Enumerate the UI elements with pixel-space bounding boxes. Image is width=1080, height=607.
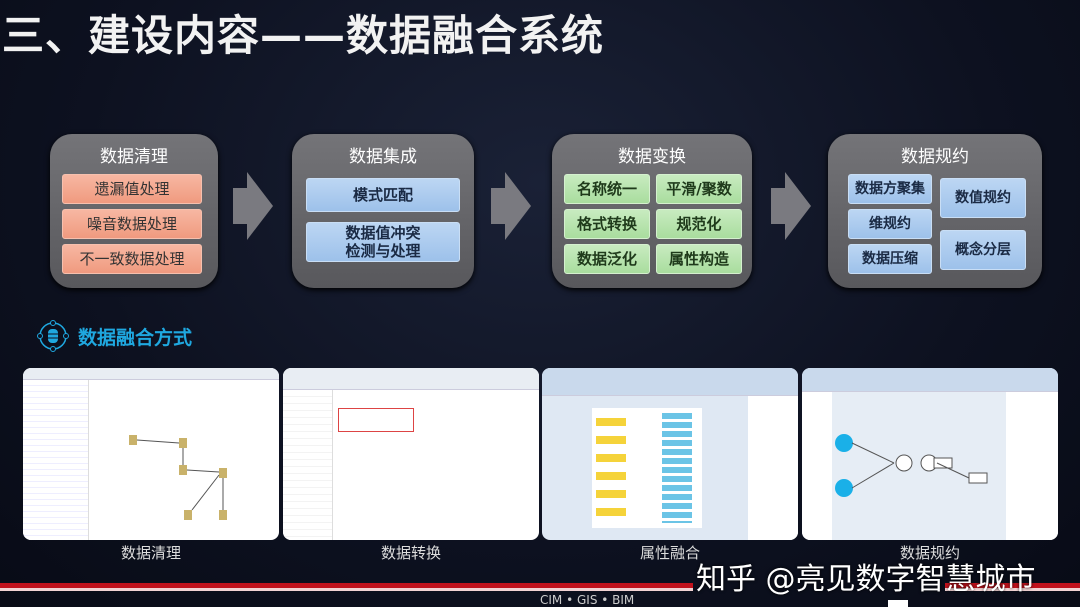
footer-text: CIM • GIS • BIM [540,593,635,607]
chip: 概念分层 [940,230,1026,270]
stage-data-transform: 数据变换 名称统一 平滑/聚数 格式转换 规范化 数据泛化 属性构造 [552,134,752,288]
stage-title: 数据集成 [349,147,417,167]
footer-bar [945,583,1080,591]
database-icon [37,320,69,352]
screenshot-attr-fusion [542,368,798,540]
arrow-icon [491,172,531,240]
chip: 平滑/聚数 [656,174,742,204]
chip: 维规约 [848,209,932,239]
chip: 数据值冲突 检测与处理 [306,222,460,262]
screenshot-caption: 数据清理 [120,544,181,562]
chip: 数据方聚集 [848,174,932,204]
logo-block [888,600,908,607]
arrow-icon [771,172,811,240]
section-header: 数据融合方式 [36,319,192,353]
section-title: 数据融合方式 [78,326,193,349]
screenshot-caption: 数据转换 [380,544,441,562]
screenshot-reduction [802,368,1058,540]
stage-title: 数据变换 [618,147,686,167]
chip: 遗漏值处理 [62,174,202,204]
chip: 属性构造 [656,244,742,274]
watermark: 知乎 @亮见数字智慧城市 [696,562,1036,597]
stage-title: 数据规约 [901,147,969,167]
slide-title: 三、建设内容——数据融合系统 [2,11,605,60]
screenshot-cleaning [23,368,279,540]
chip: 不一致数据处理 [62,244,202,274]
chip: 数值规约 [940,178,1026,218]
screenshot-transform [283,368,539,540]
chip: 格式转换 [564,209,650,239]
stage-data-reduction: 数据规约 数据方聚集 维规约 数据压缩 数值规约 概念分层 [828,134,1042,288]
chip: 规范化 [656,209,742,239]
chip: 数据泛化 [564,244,650,274]
stage-data-cleaning: 数据清理 遗漏值处理 噪音数据处理 不一致数据处理 [50,134,218,288]
footer-bar [0,583,693,591]
stage-data-integration: 数据集成 模式匹配 数据值冲突 检测与处理 [292,134,474,288]
arrow-icon [233,172,273,240]
chip: 噪音数据处理 [62,209,202,239]
chip: 数据压缩 [848,244,932,274]
screenshot-caption: 数据规约 [899,544,960,562]
chip: 名称统一 [564,174,650,204]
chip: 模式匹配 [306,178,460,212]
stage-title: 数据清理 [100,147,168,167]
screenshot-caption: 属性融合 [639,544,700,562]
